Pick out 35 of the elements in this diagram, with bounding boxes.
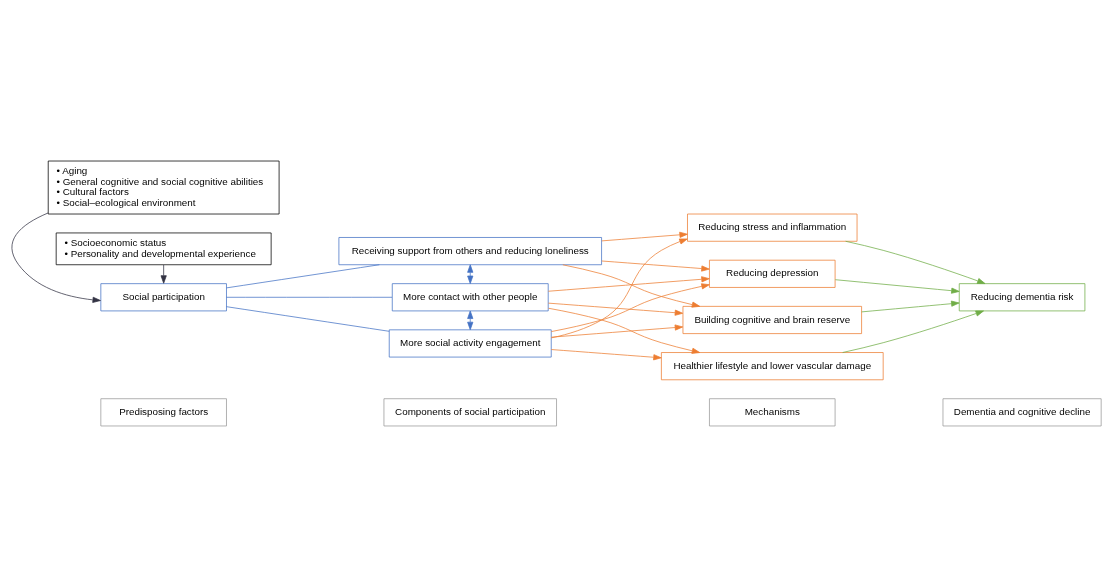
- arrow: [601, 231, 688, 241]
- node-box: Building cognitive and brain reserve: [682, 305, 862, 334]
- arrow: [835, 278, 960, 294]
- arrow: [562, 263, 701, 308]
- arrow: [548, 307, 701, 354]
- connector: [226, 296, 393, 298]
- arrow: [11, 212, 101, 303]
- node-box: Dementia and cognitive decline: [942, 397, 1102, 426]
- arrow: [550, 238, 688, 338]
- arrow: [861, 300, 960, 312]
- arrow: [467, 310, 474, 330]
- node-box: Components of social participation: [383, 397, 557, 426]
- node-box: Mechanisms: [709, 397, 836, 426]
- arrow: [548, 302, 684, 316]
- arrow: [601, 260, 710, 272]
- connector: [226, 305, 390, 332]
- node-box: • Socioeconomic status • Personality and developmental experience: [55, 232, 272, 265]
- node-box: Reducing stress and inflammation: [687, 213, 858, 242]
- arrow: [548, 275, 710, 292]
- arrow: [160, 264, 167, 284]
- arrow: [550, 348, 662, 360]
- node-box: More contact with other people: [391, 282, 549, 311]
- arrow: [845, 240, 986, 284]
- connector: [226, 263, 380, 288]
- arrow: [550, 282, 710, 332]
- node-box: • Aging • General cognitive and social cognitive abilities • Cultural factors • Social–ecological environment: [47, 160, 280, 214]
- arrow: [842, 310, 984, 353]
- arrow: [550, 324, 684, 338]
- node-box: Reducing depression: [709, 259, 836, 288]
- node-box: Healthier lifestyle and lower vascular damage: [661, 351, 884, 380]
- node-box: More social activity engagement: [388, 328, 552, 357]
- node-box: Predisposing factors: [100, 397, 227, 426]
- node-box: Social participation: [100, 282, 227, 311]
- node-box: Receiving support from others and reducing loneliness: [338, 236, 602, 265]
- node-box: Reducing dementia risk: [958, 282, 1086, 311]
